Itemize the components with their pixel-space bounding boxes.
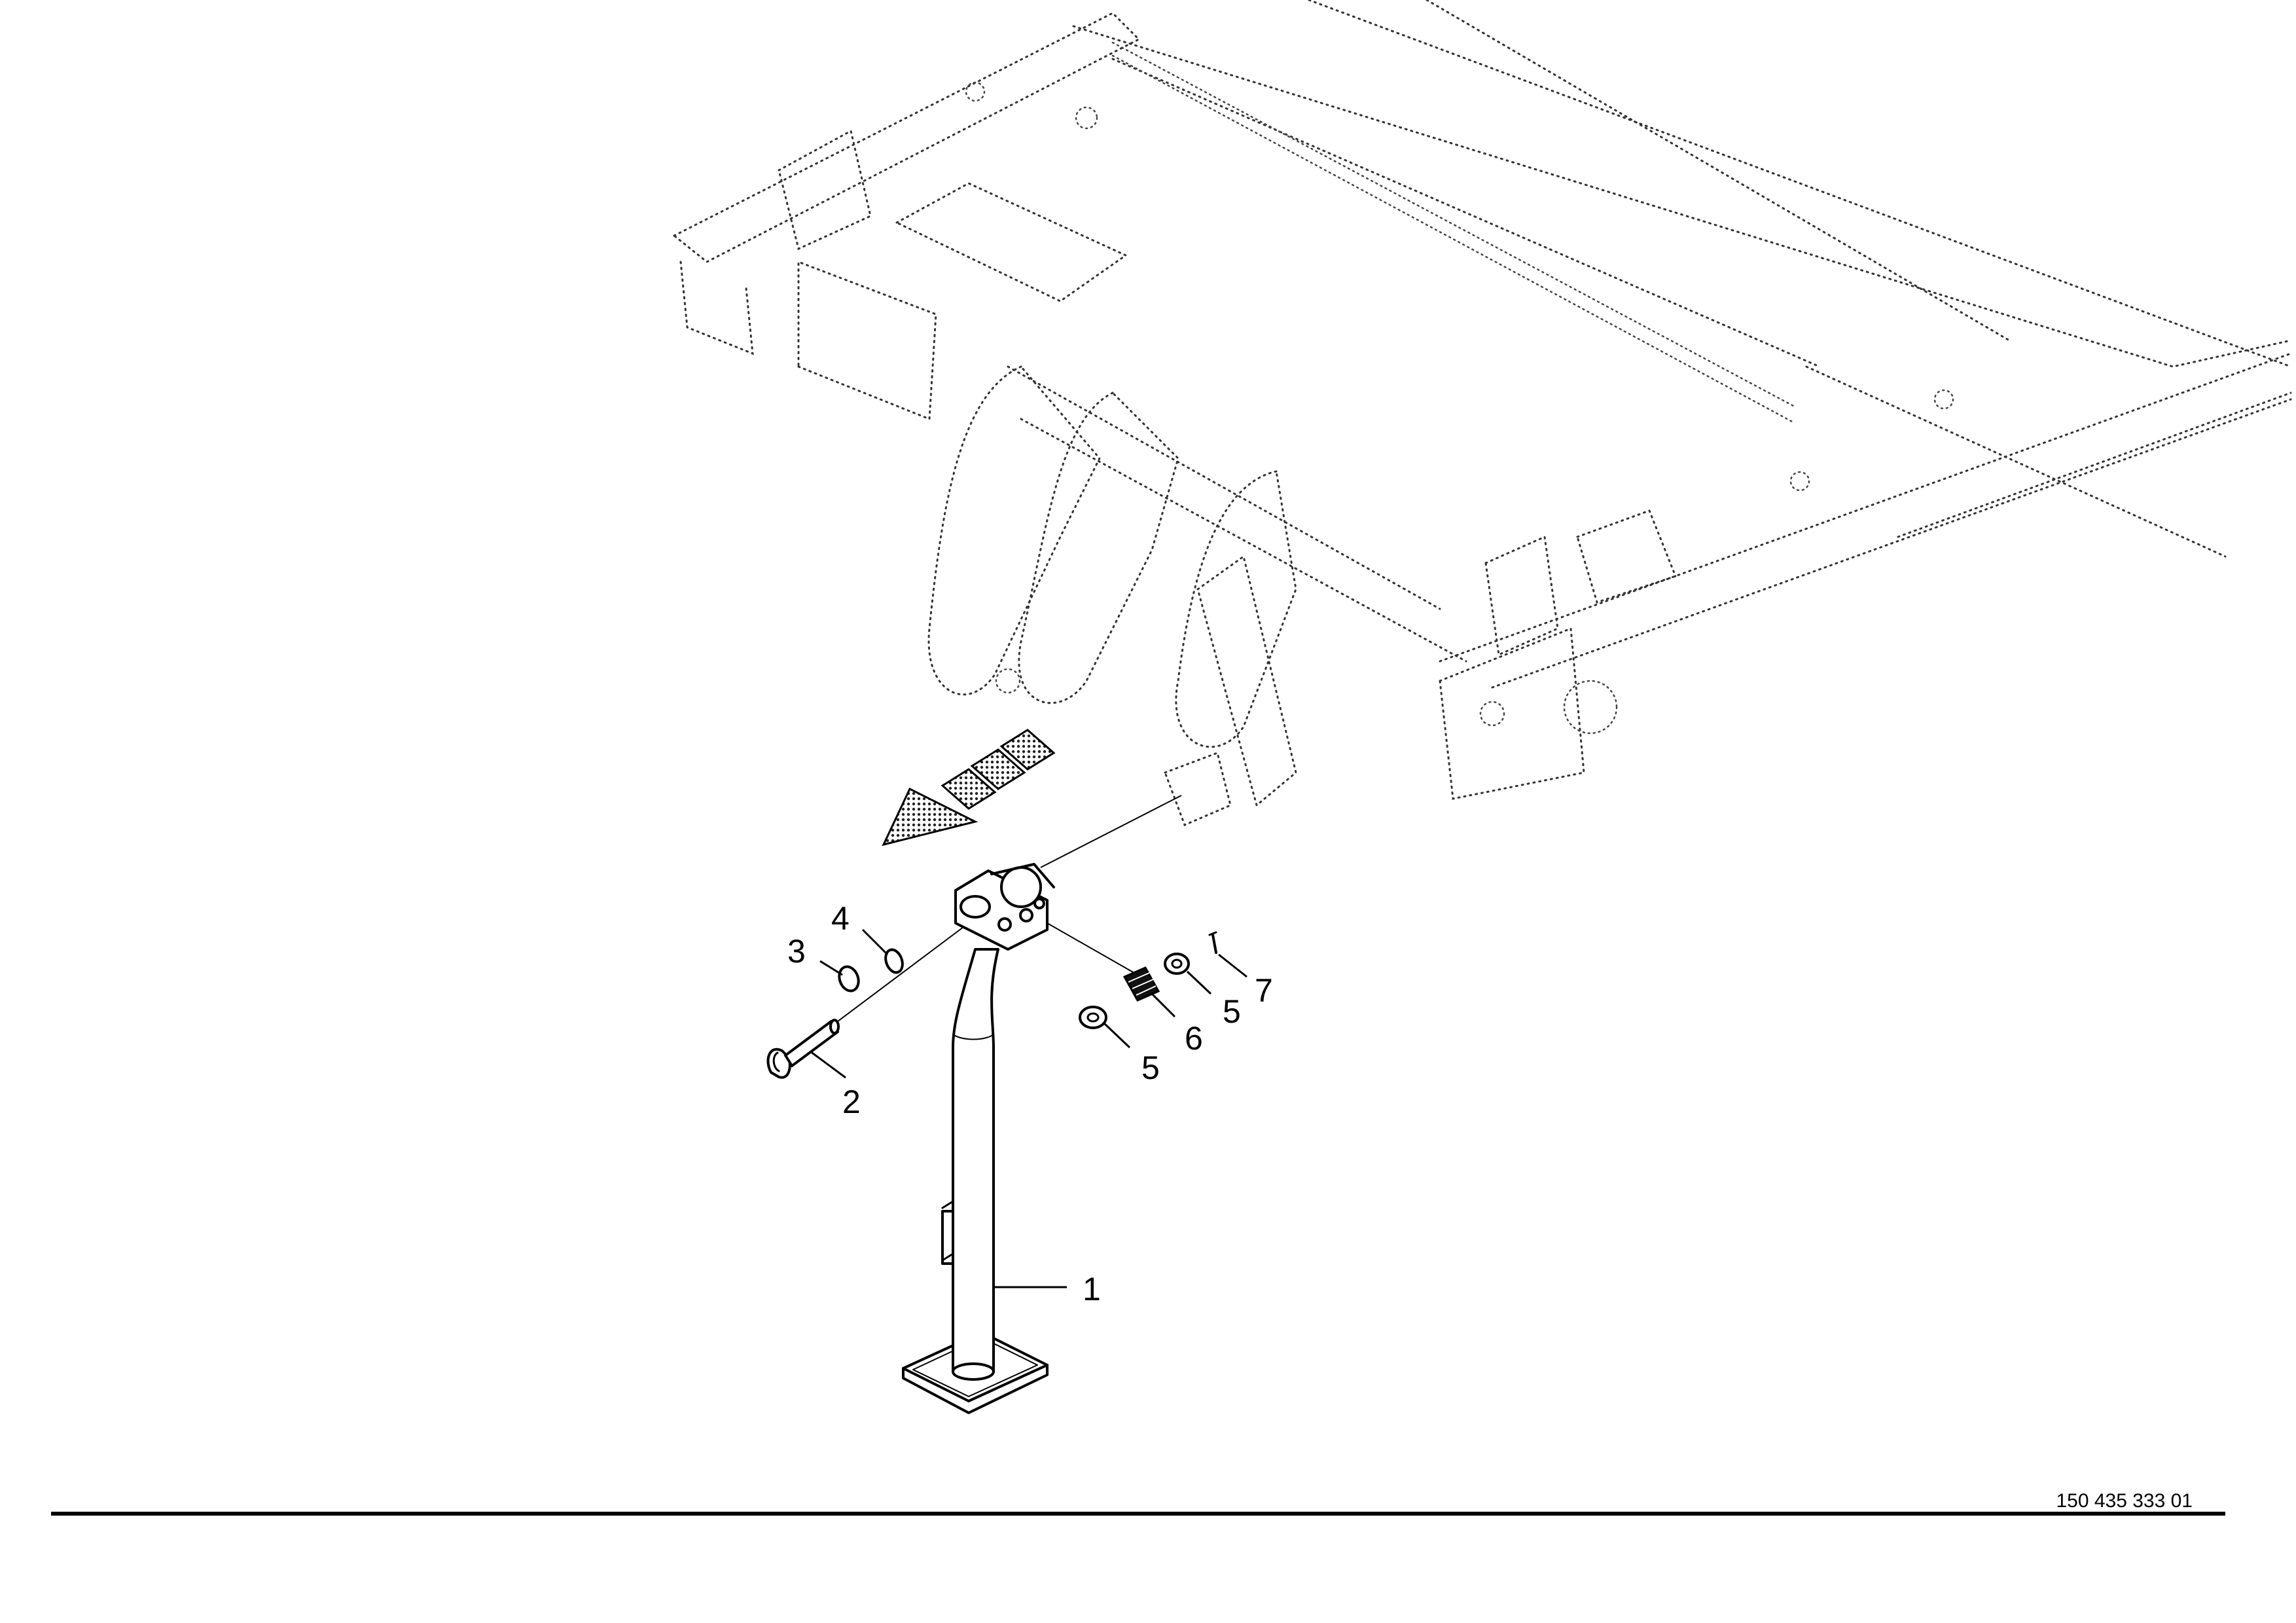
spring-part-6 — [1122, 966, 1160, 1002]
assembly-axis-line — [1040, 795, 1182, 868]
callout-3: 3 — [787, 933, 806, 970]
cotter-pin-part-7 — [1208, 931, 1217, 954]
document-number: 150 435 333 01 — [2056, 1490, 2193, 1512]
locking-pin-part-2 — [766, 1019, 840, 1079]
ring-part-3 — [838, 965, 860, 993]
spring-axis-line — [1047, 922, 1139, 976]
callout-6: 6 — [1185, 1020, 1203, 1057]
washer-part-5-upper — [1164, 953, 1190, 975]
callout-5-upper: 5 — [1223, 993, 1241, 1030]
parking-stand-part-1 — [902, 863, 1055, 1414]
callout-4: 4 — [831, 900, 850, 937]
ring-part-4 — [884, 948, 904, 974]
callout-1: 1 — [1083, 1271, 1101, 1307]
callout-2: 2 — [842, 1084, 861, 1120]
leader-lines — [810, 928, 1247, 1288]
callout-7: 7 — [1255, 972, 1273, 1009]
callout-5-lower: 5 — [1141, 1049, 1160, 1086]
washer-part-5-lower — [1079, 1006, 1107, 1029]
travel-direction-arrow-icon — [882, 729, 1056, 847]
machine-frame-ghost — [672, 0, 2292, 826]
